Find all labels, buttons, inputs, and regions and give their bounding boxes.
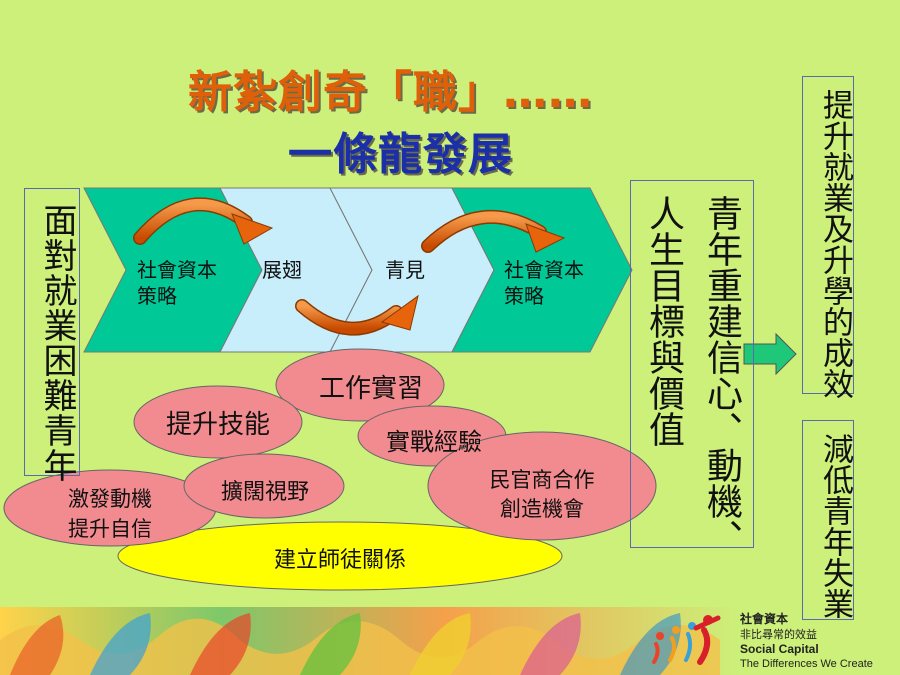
title-line-1: 新紮創奇「職」…… <box>188 67 593 118</box>
chevron-label-line: 策略 <box>504 284 544 308</box>
result-box: 青年重建信心、動機、 人生目標與價值 <box>630 180 754 555</box>
oval-label-motivation: 激發動機 提升自信 <box>10 484 210 544</box>
curved-arrow-1 <box>133 197 274 245</box>
chevron-label-qingjian: 青見 <box>385 258 425 282</box>
chevron-label-social-capital-1: 社會資本 策略 <box>137 257 247 309</box>
title-line-2: 一條龍發展 <box>288 129 513 180</box>
result-text-line-2: 人生目標與價值 <box>643 195 684 447</box>
oval-work <box>275 348 445 422</box>
outcome-box-2: 減低青年失業 <box>802 420 854 620</box>
social-capital-logo <box>652 615 721 665</box>
oval-label-line: 民官商合作 <box>489 468 595 492</box>
oval-label-skill: 提升技能 <box>165 410 270 440</box>
oval-label-coop: 民官商合作 創造機會 <box>432 466 652 524</box>
curved-arrow-2 <box>295 294 419 336</box>
hands-banner-image <box>0 607 740 675</box>
result-text-line-1: 青年重建信心、動機、 <box>701 195 742 555</box>
oval-label-line: 創造機會 <box>500 497 584 521</box>
brand-name-zh: 社會資本 <box>740 612 789 626</box>
oval-vision <box>183 453 345 519</box>
oval-label-vision: 擴闊視野 <box>220 480 309 505</box>
chevron-label-line: 策略 <box>137 284 177 308</box>
target-group-text: 面對就業困難青年 <box>37 203 77 483</box>
brand-name-en: Social Capital <box>740 642 819 656</box>
target-group-box: 面對就業困難青年 <box>24 188 80 483</box>
chevron-label-line: 社會資本 <box>137 258 217 282</box>
oval-mentor <box>117 521 563 591</box>
chevron-label-social-capital-2: 社會資本 策略 <box>504 257 614 309</box>
oval-skill <box>133 385 303 459</box>
oval-label-work: 工作實習 <box>318 374 423 404</box>
result-arrow <box>743 332 797 376</box>
chevron-label-zhanchi: 展翅 <box>262 258 302 282</box>
oval-label-practice: 實戰經驗 <box>386 428 482 456</box>
brand-block: 社會資本 非比尋常的效益 Social Capital The Differen… <box>740 612 873 672</box>
chevron-4 <box>451 187 633 353</box>
outcome-text-1: 提升就業及升學的成效 <box>817 89 853 399</box>
oval-coop <box>427 431 657 541</box>
outcome-text-2: 減低青年失業 <box>817 433 853 619</box>
curved-arrow-3 <box>421 209 566 253</box>
oval-label-line: 激發動機 <box>68 487 152 511</box>
brand-tagline-zh: 非比尋常的效益 <box>740 628 817 641</box>
outcome-box-1: 提升就業及升學的成效 <box>802 76 854 399</box>
brand-tagline-en: The Differences We Create <box>740 658 873 670</box>
oval-label-mentor: 建立師徒關係 <box>273 548 406 573</box>
oval-label-line: 提升自信 <box>68 517 152 541</box>
chevron-label-line: 社會資本 <box>504 258 584 282</box>
